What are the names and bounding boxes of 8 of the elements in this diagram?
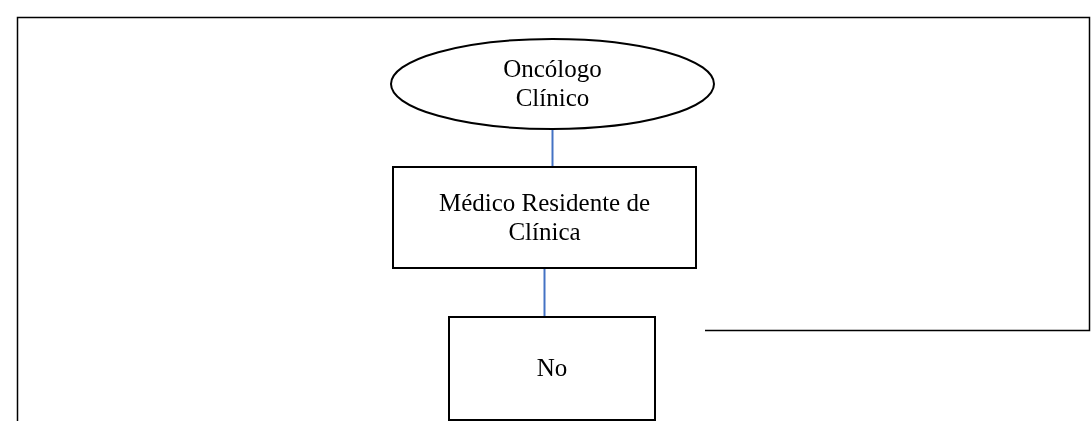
- connector-line: [551, 129, 554, 167]
- connector-line: [543, 268, 546, 317]
- node-label: Oncólogo Clínico: [502, 55, 603, 113]
- node-label: Médico Residente de Clínica: [437, 188, 652, 247]
- process-box: [392, 166, 697, 269]
- node-label: No: [536, 354, 568, 383]
- ellipse-node: [390, 38, 715, 130]
- process-box: [448, 316, 656, 421]
